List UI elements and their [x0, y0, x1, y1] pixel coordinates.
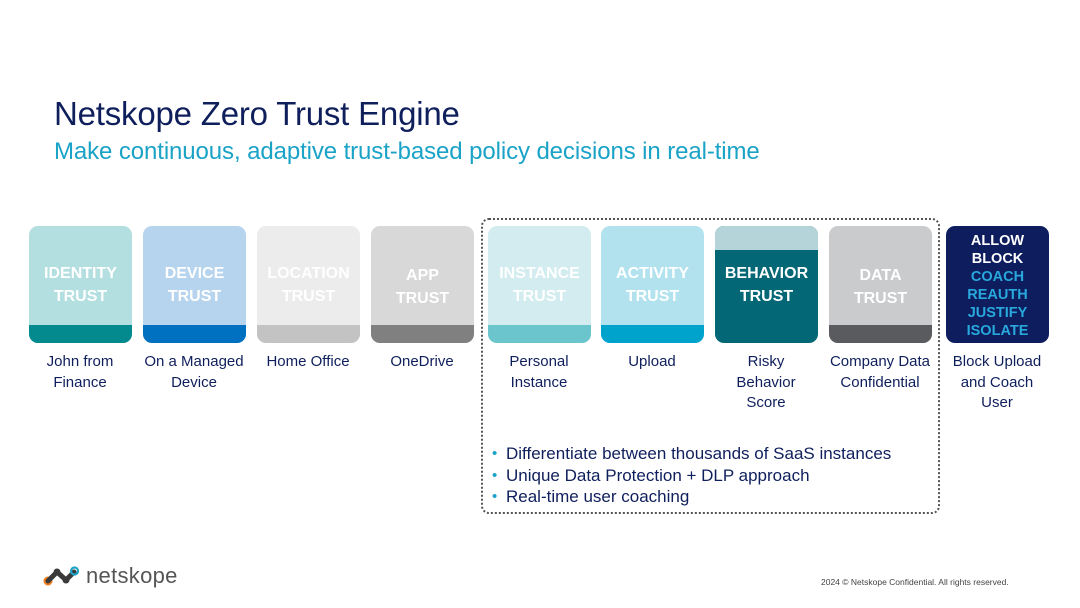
card-band	[143, 325, 246, 343]
highlight-frame	[481, 218, 940, 514]
action-isolate: ISOLATE	[966, 323, 1029, 339]
bullet-dot-icon: •	[492, 445, 498, 462]
caption-location: Home Office	[266, 353, 350, 370]
card-top-band	[715, 226, 818, 250]
logo-text: netskope	[86, 563, 178, 588]
action-allow: ALLOW	[970, 233, 1025, 249]
page-title: Netskope Zero Trust Engine	[54, 95, 460, 132]
bullet-dot-icon: •	[492, 466, 498, 484]
action-justify: JUSTIFY	[967, 305, 1028, 321]
netskope-logo: netskope	[42, 563, 178, 589]
card-band	[829, 325, 932, 343]
copyright-notice: 2024 © Netskope Confidential. All rights…	[821, 577, 1009, 587]
bullet-item: •Differentiate between thousands of SaaS…	[492, 444, 892, 463]
feature-bullets: •Differentiate between thousands of SaaS…	[490, 443, 891, 508]
caption-activity: Upload	[628, 353, 676, 370]
action-reauth: REAUTH	[967, 287, 1028, 303]
card-band	[29, 325, 132, 343]
netskope-logo-icon	[43, 566, 80, 586]
policy-actions-box: ALLOW BLOCK COACH REAUTH JUSTIFY ISOLATE	[946, 226, 1049, 343]
action-coach: COACH	[970, 269, 1025, 285]
card-band	[371, 325, 474, 343]
page-subtitle: Make continuous, adaptive trust-based po…	[54, 138, 760, 165]
bullet-dot-icon: •	[492, 488, 498, 505]
card-band	[601, 325, 704, 343]
bullet-item: •Unique Data Protection + DLP approach	[492, 465, 810, 485]
action-block: BLOCK	[971, 251, 1024, 267]
bullet-item: •Real-time user coaching	[492, 487, 690, 506]
card-band	[488, 325, 591, 343]
caption-app: OneDrive	[390, 353, 454, 370]
card-band	[257, 325, 360, 343]
